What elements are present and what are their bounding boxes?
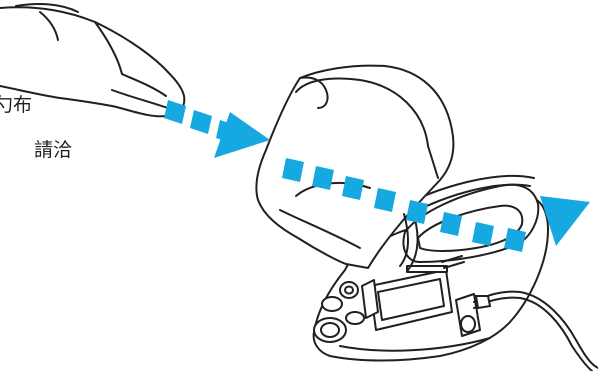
caption-line-1: 勺布 xyxy=(0,96,32,115)
caption-line-2: 請洽 xyxy=(34,141,72,160)
